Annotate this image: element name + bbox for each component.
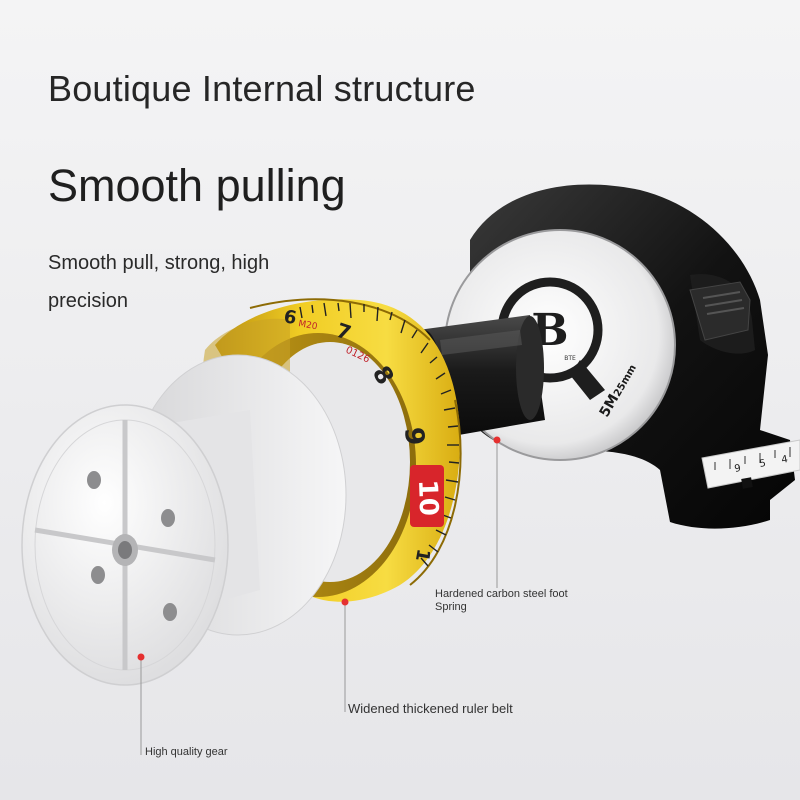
tip-digit-3: 4	[781, 454, 789, 466]
section-subtitle: Boutique Internal structure	[48, 68, 476, 109]
tip-digit-2: 5	[759, 458, 767, 470]
spring-callout-dot	[493, 436, 501, 444]
tape-digit-9: 9	[398, 426, 429, 447]
callout-belt-label: Widened thickened ruler belt	[348, 701, 513, 716]
callout-gear-label: High quality gear	[145, 746, 228, 758]
lock-button	[689, 281, 751, 341]
gear-callout-dot	[137, 653, 145, 661]
tape-code-m20: M20	[297, 319, 318, 332]
tape-digit-10-highlight: 10	[410, 465, 444, 527]
tip-digit-1: 9	[734, 463, 742, 475]
logo-small-text: BTE	[564, 355, 576, 362]
tape-digit-10: 10	[412, 479, 443, 516]
white-gear-spool	[21, 354, 347, 686]
belt-callout-dot	[341, 598, 349, 606]
callout-markers	[137, 436, 501, 755]
tape-digit-1: 1	[411, 547, 434, 563]
headline: Smooth pulling	[48, 160, 346, 211]
tape-tip: 9 5 4	[701, 439, 800, 489]
callout-spring-label: Hardened carbon steel foot Spring	[435, 588, 568, 613]
tape-digit-6: 6	[282, 306, 298, 329]
description: Smooth pull, strong, high precision	[48, 252, 270, 312]
